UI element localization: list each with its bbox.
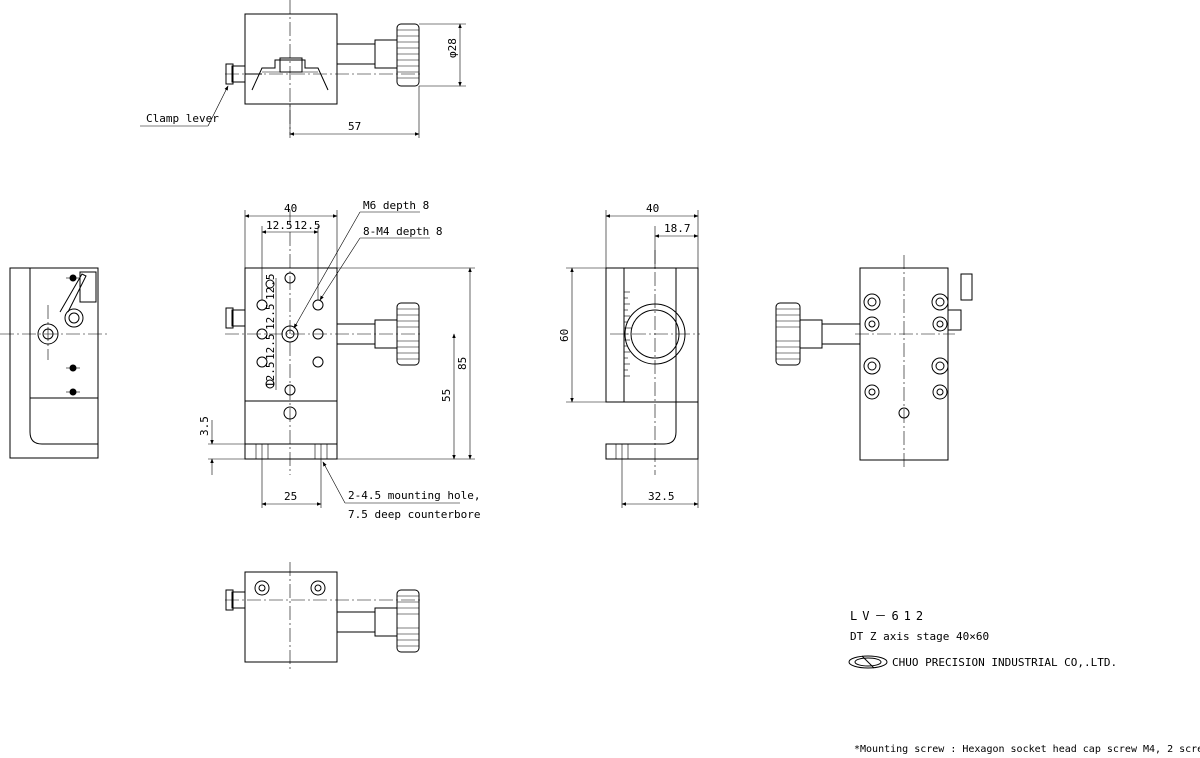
- company-logo: [848, 655, 888, 669]
- dim-3-5: 3.5: [198, 416, 211, 436]
- dim-40-front: 40: [284, 202, 297, 215]
- dim-85: 85: [456, 357, 469, 370]
- company-name: CHUO PRECISION INDUSTRIAL CO,.LTD.: [892, 656, 1117, 669]
- dim-v12-5-4: 12.5: [264, 362, 277, 389]
- front-view: 40 12.5 12.5 12.5 12.5 12.5 12.5 M6 dept…: [198, 199, 480, 521]
- dim-12-5-a: 12.5: [266, 219, 293, 232]
- dim-v12-5-1: 12.5: [264, 274, 277, 301]
- label-mounting-hole: 2-4.5 mounting hole,: [348, 489, 480, 502]
- dim-55: 55: [440, 389, 453, 402]
- bottom-view: [225, 562, 420, 672]
- model-number: LV－612: [850, 609, 928, 623]
- dim-25: 25: [284, 490, 297, 503]
- dim-32-5: 32.5: [648, 490, 675, 503]
- dim-57: 57: [348, 120, 361, 133]
- label-counterbore: 7.5 deep counterbore: [348, 508, 480, 521]
- top-view: φ28 57 Clamp lever: [140, 0, 466, 138]
- dim-v12-5-2: 12.5: [264, 304, 277, 331]
- left-side-view: [0, 267, 110, 459]
- side-view-scale: 40 18.7 60 32.5: [558, 202, 700, 508]
- dim-40-side: 40: [646, 202, 659, 215]
- dim-12-5-b: 12.5: [294, 219, 321, 232]
- label-m4-depth: 8-M4 depth 8: [363, 225, 442, 238]
- right-view: [775, 255, 973, 470]
- label-clamp-lever: Clamp lever: [146, 112, 219, 125]
- dim-60: 60: [558, 329, 571, 342]
- label-m6-depth: M6 depth 8: [363, 199, 429, 212]
- dim-v12-5-3: 12.5: [264, 334, 277, 361]
- dim-phi28: φ28: [446, 38, 459, 58]
- model-description: DT Z axis stage 40×60: [850, 630, 989, 643]
- footnote: *Mounting screw : Hexagon socket head ca…: [854, 744, 1200, 755]
- dim-18-7: 18.7: [664, 222, 691, 235]
- title-block: LV－612 DT Z axis stage 40×60 CHUO PRECIS…: [848, 609, 1200, 755]
